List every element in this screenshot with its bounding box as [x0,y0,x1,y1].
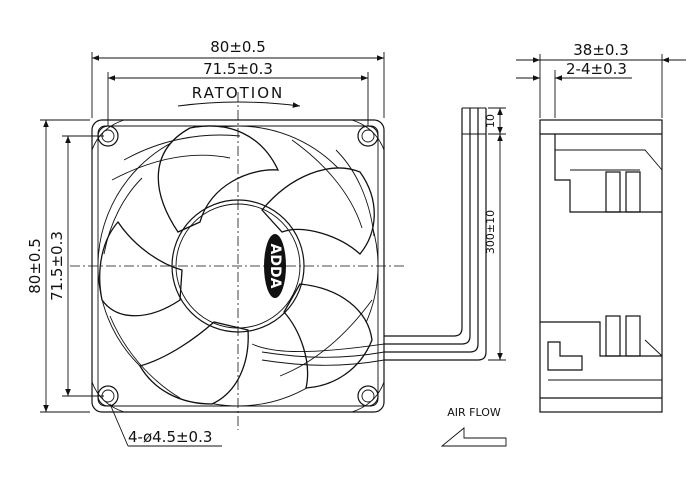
mounting-hole-callout: 4-ø4.5±0.3 [128,428,212,446]
lead-length-dimension: 300±10 [484,210,497,254]
fan-blades [99,125,375,405]
airflow-arrow-icon [440,427,507,447]
depth-dimension: 38±0.3 [573,41,629,59]
rotation-indicator: RATOTION [177,84,301,108]
front-view: ADDA RATOTION [70,84,406,430]
overall-height-dimension: 80±0.5 [26,238,44,294]
front-dimensions: 80±0.5 71.5±0.3 80±0.5 71.5±0.3 4-ø4.5±0… [26,38,385,447]
flange-dimension: 2-4±0.3 [566,60,627,78]
lead-wires: 10 300±10 [384,107,506,361]
hole-pitch-width-dimension: 71.5±0.3 [203,60,273,78]
overall-width-dimension: 80±0.5 [210,38,266,56]
rotation-label: RATOTION [192,84,285,102]
airflow-label: AIR FLOW [447,406,501,419]
airflow-indicator: AIR FLOW [440,406,507,447]
side-view: 38±0.3 2-4±0.3 [516,41,686,413]
mounting-hole-bottom-right [351,381,385,413]
side-housing [539,119,663,413]
strip-length-dimension: 10 [484,114,497,128]
mounting-hole-bottom-left [91,381,125,413]
hole-pitch-height-dimension: 71.5±0.3 [48,231,66,301]
